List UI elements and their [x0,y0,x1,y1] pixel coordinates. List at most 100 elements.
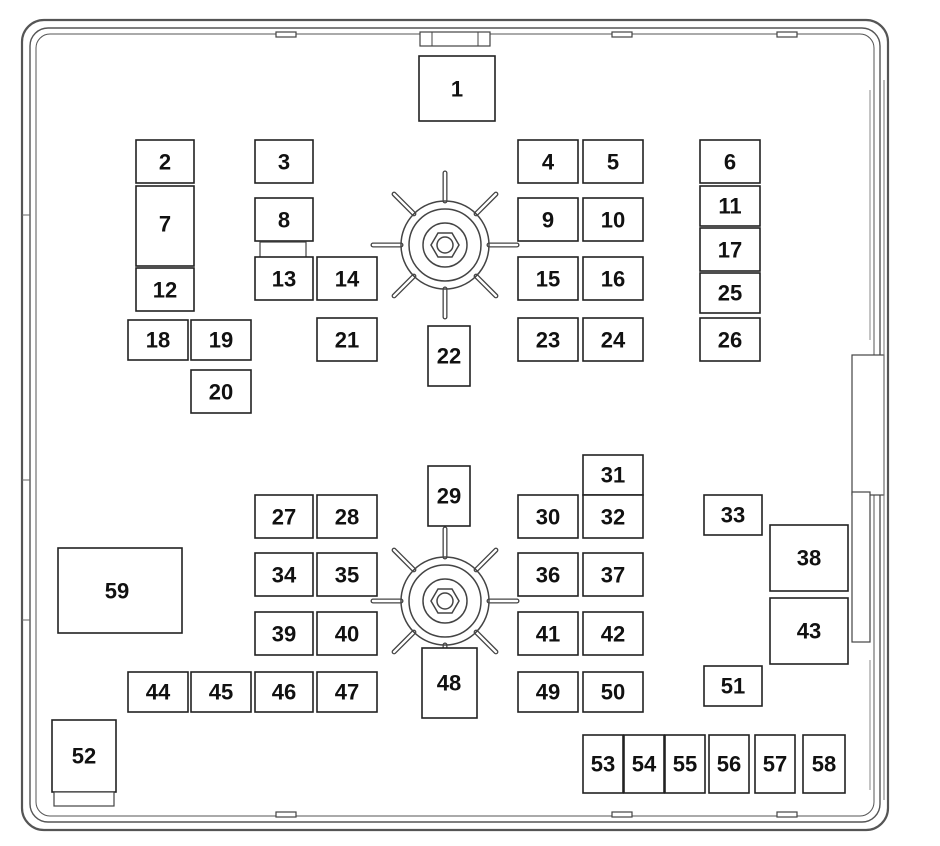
slot-21: 21 [316,317,378,362]
slot-label: 32 [601,505,625,530]
slot-32: 32 [582,494,644,539]
slot-label: 45 [209,680,233,705]
slot-label: 10 [601,208,625,233]
slot-5: 5 [582,139,644,184]
slot-label: 9 [542,208,554,233]
slot-44: 44 [127,671,189,713]
slot-label: 5 [607,150,619,175]
slot-label: 54 [632,752,657,777]
slot-36: 36 [517,552,579,597]
slot-label: 18 [146,328,170,353]
slot-label: 13 [272,267,296,292]
slot-23: 23 [517,317,579,362]
slot-label: 17 [718,238,742,263]
slot-label: 51 [721,674,745,699]
slot-50: 50 [582,671,644,713]
slot-30: 30 [517,494,579,539]
slot-label: 41 [536,622,560,647]
slot-label: 43 [797,619,821,644]
slot-4: 4 [517,139,579,184]
slot-label: 25 [718,281,742,306]
slot-35: 35 [316,552,378,597]
slot-label: 29 [437,484,461,509]
slot-15: 15 [517,256,579,301]
slot-49: 49 [517,671,579,713]
slot-label: 46 [272,680,296,705]
slot-label: 44 [146,680,171,705]
slot-16: 16 [582,256,644,301]
slot-22: 22 [427,325,471,387]
slot-label: 52 [72,744,96,769]
upper-stud-terminal [370,170,520,320]
slot-label: 42 [601,622,625,647]
slot-label: 1 [451,77,463,102]
slot-label: 26 [718,328,742,353]
slot-27: 27 [254,494,314,539]
slot-56: 56 [708,734,750,794]
housing-frame [20,18,890,832]
slot-51: 51 [703,665,763,707]
slot-12: 12 [135,267,195,312]
slot-24: 24 [582,317,644,362]
slot-45: 45 [190,671,252,713]
slot-label: 57 [763,752,787,777]
slot-label: 7 [159,212,171,237]
slot-label: 48 [437,671,461,696]
slot-26: 26 [699,317,761,362]
slot-label: 14 [335,267,360,292]
slot-label: 36 [536,563,560,588]
slot-label: 28 [335,505,359,530]
slot-label: 8 [278,208,290,233]
slot-20: 20 [190,369,252,414]
slot-label: 24 [601,328,626,353]
slot-25: 25 [699,272,761,314]
slot-label: 19 [209,328,233,353]
upper-stud-spoke-inner [474,192,498,216]
lower-stud-spoke-inner [474,630,498,654]
slot-53: 53 [582,734,624,794]
slot-label: 39 [272,622,296,647]
slot-54: 54 [623,734,665,794]
slot-28: 28 [316,494,378,539]
slot-label: 38 [797,546,821,571]
slot-label: 6 [724,150,736,175]
slot-38: 38 [769,524,849,592]
upper-stud-spoke-inner [392,192,416,216]
slot-label: 47 [335,680,359,705]
slot-48: 48 [421,647,478,719]
slot-label: 37 [601,563,625,588]
slot-14: 14 [316,256,378,301]
slot-9: 9 [517,197,579,242]
slot-label: 22 [437,344,461,369]
slot-label: 31 [601,463,625,488]
slot-6: 6 [699,139,761,184]
slot-label: 11 [718,194,741,219]
slot-label: 15 [536,267,560,292]
slot-57: 57 [754,734,796,794]
fuse-relay-slots: 1 2 3 4 5 6 7 8 9 10 11 12 13 14 15 16 1… [51,55,849,807]
slot-31: 31 [582,454,644,496]
lower-stud-spoke-inner [392,548,416,572]
slot-29: 29 [427,465,471,527]
slot-label: 16 [601,267,625,292]
slot-label: 49 [536,680,560,705]
slot-37: 37 [582,552,644,597]
slot-46: 46 [254,671,314,713]
slot-7: 7 [135,185,195,267]
slot-label: 55 [673,752,697,777]
slot-13: 13 [254,241,314,301]
slot-label: 59 [105,579,129,604]
slot-label: 53 [591,752,615,777]
slot-8: 8 [254,197,314,242]
slot-label: 58 [812,752,836,777]
slot-47: 47 [316,671,378,713]
slot-52: 52 [51,719,117,807]
slot-1: 1 [418,55,496,122]
slot-43: 43 [769,597,849,665]
upper-stud-spoke-inner [392,274,416,298]
slot-59: 59 [57,547,183,634]
slot-58: 58 [802,734,846,794]
slot-label: 21 [335,328,359,353]
lower-stud-spoke-inner [474,548,498,572]
